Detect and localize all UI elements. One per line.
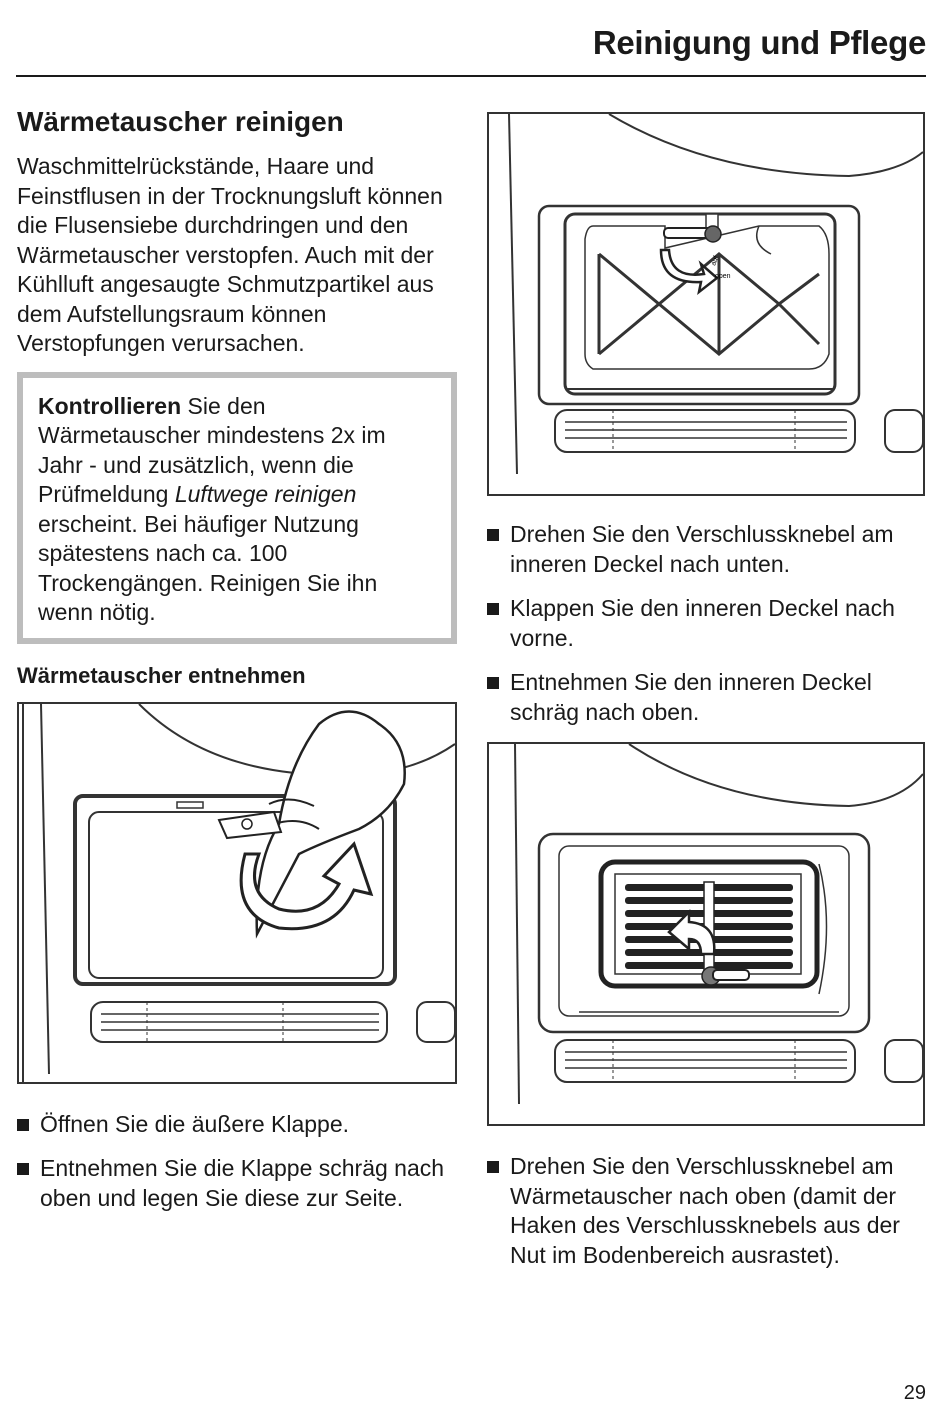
left-column: Wärmetauscher reinigen Waschmittelrückst… xyxy=(17,100,457,1228)
figure-open-outer-flap xyxy=(17,701,457,1084)
right-column: auf open Drehen Sie den Verschlussknebel… xyxy=(487,112,927,1285)
bullet-square-icon xyxy=(487,603,499,615)
right-step-list-b: Drehen Sie den Verschlussknebel am Wärme… xyxy=(487,1152,927,1270)
illustration-heat-exchanger xyxy=(514,744,923,1105)
bullet-square-icon xyxy=(487,1161,499,1173)
subsection-title: Wärmetauscher entnehmen xyxy=(17,662,306,688)
note-box: Kontrollieren Sie den Wärmetauscher mind… xyxy=(17,371,457,644)
list-item: Drehen Sie den Verschlussknebel am inner… xyxy=(487,520,927,579)
list-item: Drehen Sie den Verschlussknebel am Wärme… xyxy=(487,1152,927,1270)
list-item: Klappen Sie den inneren Deckel nach vorn… xyxy=(487,594,927,653)
note-text-2: erscheint. Bei häufiger Nutzung späteste… xyxy=(38,510,378,626)
list-item: Entnehmen Sie die Klappe schräg nach obe… xyxy=(17,1154,457,1213)
bullet-square-icon xyxy=(17,1163,29,1175)
note-message-name: Luftwege reinigen xyxy=(174,481,357,507)
illustration-inner-lid: auf open xyxy=(508,114,923,475)
bullet-square-icon xyxy=(487,529,499,541)
knob-label-bottom: open xyxy=(715,273,731,280)
illustration-outer-flap xyxy=(22,703,455,1082)
header-rule xyxy=(16,75,926,77)
section-title: Wärmetauscher reinigen xyxy=(17,106,344,137)
knob-label-top: auf xyxy=(710,255,720,267)
bullet-square-icon xyxy=(17,1118,29,1131)
bullet-square-icon xyxy=(487,677,499,689)
figure-inner-lid: auf open xyxy=(487,112,925,496)
list-item: Öffnen Sie die äußere Klappe. xyxy=(17,1110,457,1140)
intro-paragraph: Waschmittelrückstände, Haare und Feinstf… xyxy=(17,153,443,356)
right-step-list-a: Drehen Sie den Verschlussknebel am inner… xyxy=(487,520,927,727)
list-item: Entnehmen Sie den inneren Deckel schräg … xyxy=(487,668,927,727)
note-bold-lead: Kontrollieren xyxy=(38,392,182,419)
left-step-list: Öffnen Sie die äußere Klappe. Entnehmen … xyxy=(17,1110,457,1214)
page-number: 29 xyxy=(903,1382,926,1404)
page-header-title: Reinigung und Pflege xyxy=(592,24,926,61)
note-text-1: Sie den Wärmetauscher mindestens 2x im J… xyxy=(38,392,386,508)
figure-heat-exchanger-knob xyxy=(487,742,925,1126)
